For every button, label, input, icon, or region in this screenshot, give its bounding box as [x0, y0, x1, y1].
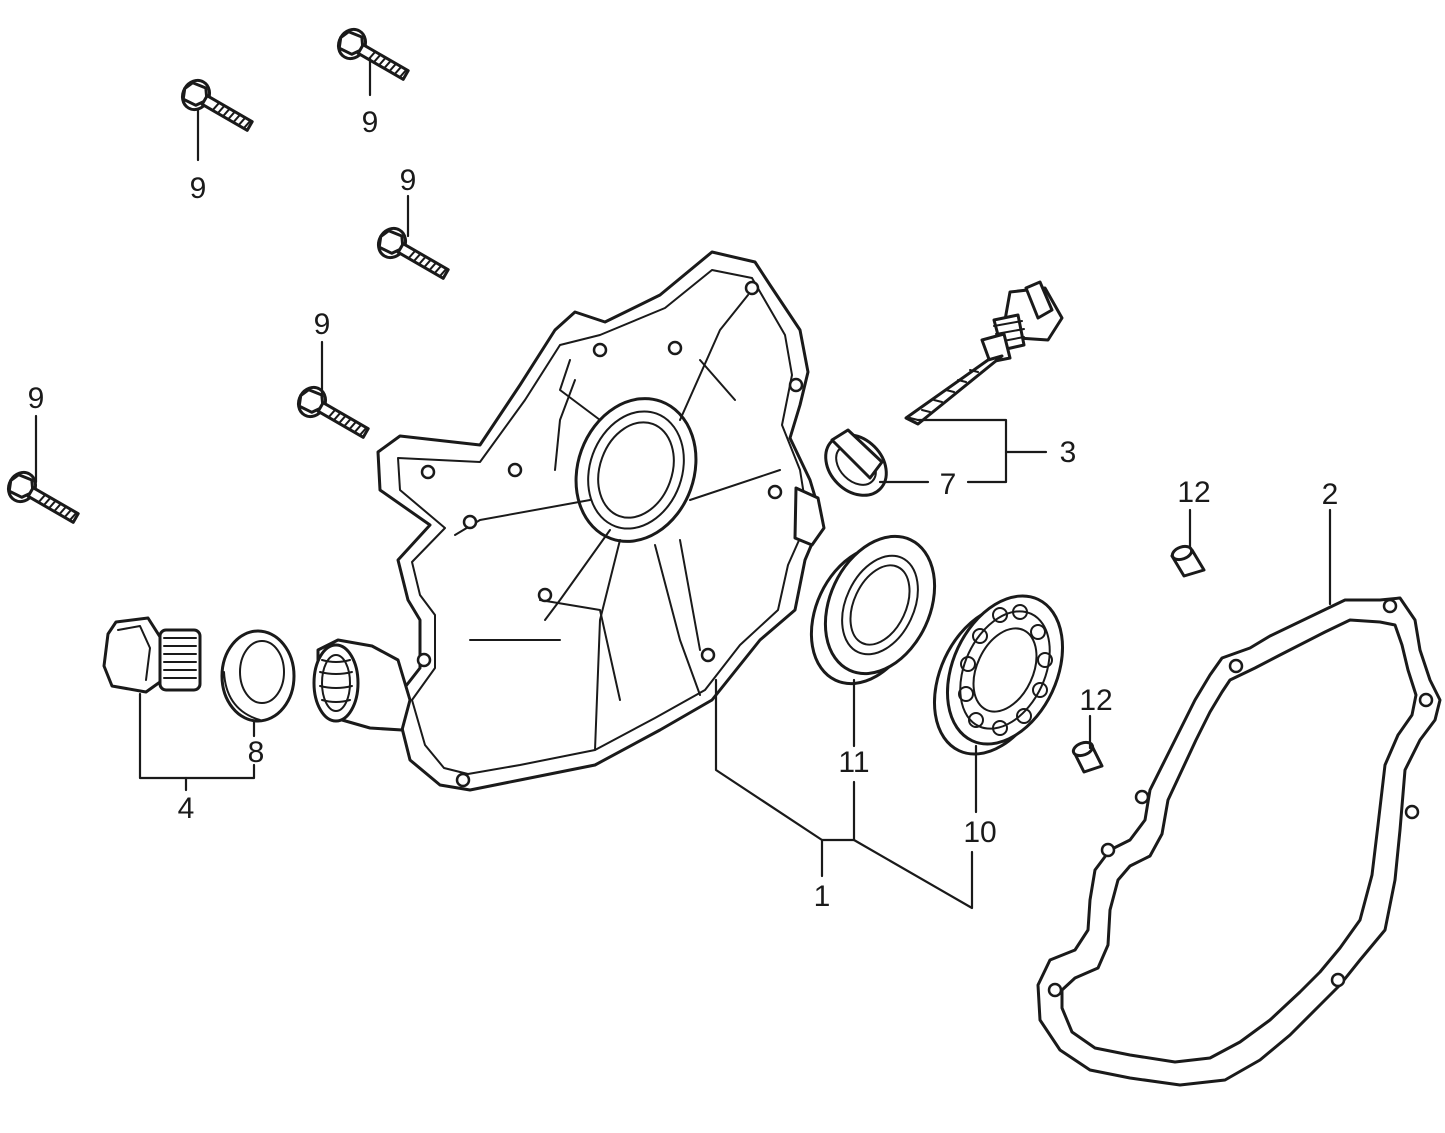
callout-drain-washer: 8: [248, 736, 265, 769]
bolt-e: [1, 466, 85, 533]
callout-bolt-e: 9: [28, 382, 45, 415]
callout-crankcase-cover: 1: [814, 880, 831, 913]
callout-bolt-b: 9: [190, 172, 207, 205]
bearing: [932, 594, 1065, 756]
dowel-pin-upper: [1170, 544, 1206, 578]
callout-dipstick: 3: [1060, 436, 1077, 469]
callout-bolt-a: 9: [362, 106, 379, 139]
callout-labels: 9 9 9 9 9 3 7 12 2 12 8 4 11 10 1: [28, 106, 1339, 913]
bolt-a: [331, 23, 415, 90]
gasket: [1036, 596, 1442, 1087]
callout-drain-plug: 4: [178, 792, 195, 825]
callout-bolt-d: 9: [314, 308, 331, 341]
callout-gasket: 2: [1322, 478, 1339, 511]
callout-bearing: 10: [963, 816, 996, 849]
oil-seal-small: [824, 428, 888, 497]
oil-seal-large: [809, 534, 937, 686]
bolt-b: [175, 74, 259, 141]
callout-oil-seal-large: 11: [838, 746, 869, 779]
drain-plug: [102, 616, 202, 694]
leader-lines: [34, 56, 1332, 910]
callout-bolt-c: 9: [400, 164, 417, 197]
dowel-pin-lower: [1071, 740, 1104, 774]
bolt-d: [291, 381, 375, 448]
crankcase-cover: [312, 250, 826, 792]
callout-dowel-pin-lower: 12: [1079, 684, 1112, 717]
dipstick: [904, 280, 1064, 426]
bolt-c: [371, 222, 455, 289]
drain-washer: [220, 629, 296, 723]
callout-dowel-pin-upper: 12: [1177, 476, 1210, 509]
callout-oil-seal-small: 7: [940, 468, 957, 501]
